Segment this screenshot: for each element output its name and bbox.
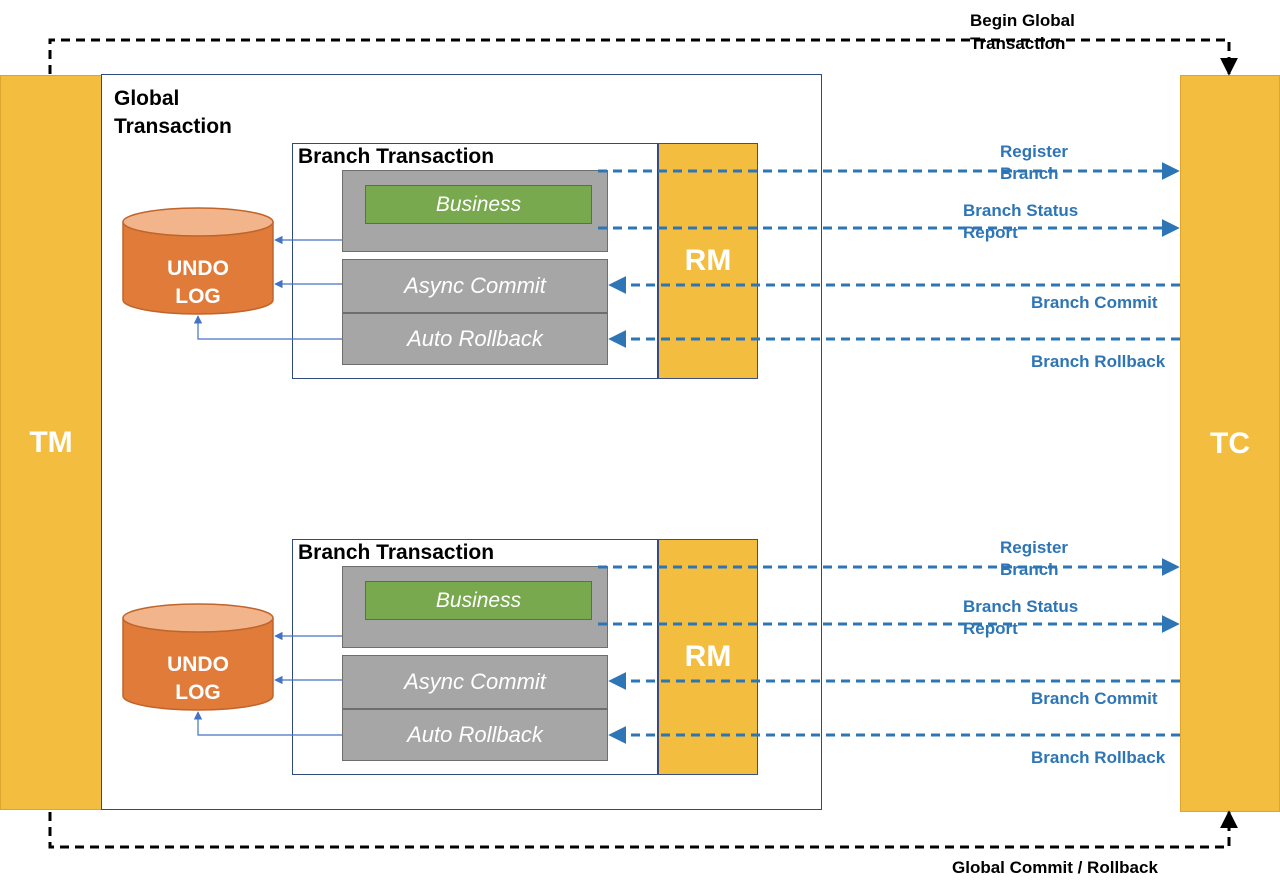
rollback-to-undo-arrow	[193, 315, 342, 340]
begin-global-arrow	[48, 38, 1238, 76]
async-commit-label: Async Commit	[404, 273, 546, 298]
branch-rollback-label: Branch Rollback	[1031, 352, 1166, 371]
branch-commit-label: Branch Commit	[1031, 689, 1158, 708]
branch-transaction-frame	[292, 143, 658, 379]
auto-rollback-box: Auto Rollback	[342, 709, 608, 761]
undo-log-label: UNDO LOG	[167, 257, 229, 308]
status-report-label: Branch Status Report	[963, 201, 1079, 242]
auto-rollback-label: Auto Rollback	[407, 722, 543, 747]
rollback-to-undo-arrow	[193, 711, 342, 736]
auto-rollback-box: Auto Rollback	[342, 313, 608, 365]
status-report-label: Branch Status Report	[963, 597, 1079, 638]
branch-transaction-frame	[292, 539, 658, 775]
rm-label: RM	[684, 244, 732, 277]
register-branch-label: Register Branch	[1000, 538, 1069, 579]
rm-label: RM	[684, 640, 732, 673]
business-label: Business	[435, 588, 522, 612]
async-commit-box: Async Commit	[342, 259, 608, 313]
auto-rollback-label: Auto Rollback	[407, 326, 543, 351]
undo-log-label: UNDO LOG	[167, 653, 229, 704]
undo-log-database-icon	[122, 207, 274, 315]
business-box: Business	[365, 581, 592, 620]
branch-transaction-title: Branch Transaction	[298, 145, 495, 168]
business-box: Business	[365, 185, 592, 224]
global-transaction-frame	[101, 74, 822, 810]
async-commit-box: Async Commit	[342, 655, 608, 709]
tm-label: TM	[29, 425, 73, 459]
branch-commit-label: Branch Commit	[1031, 293, 1158, 312]
branch-rollback-label: Branch Rollback	[1031, 748, 1166, 767]
tc-label: TC	[1210, 426, 1250, 460]
global-transaction-label: Global Transaction	[114, 87, 232, 138]
begin-global-label: Begin Global Transaction	[970, 11, 1075, 53]
undo-log-database-icon	[122, 603, 274, 711]
tm-column: TM	[0, 75, 102, 810]
business-label: Business	[435, 192, 522, 216]
register-branch-label: Register Branch	[1000, 142, 1069, 183]
async-commit-label: Async Commit	[404, 669, 546, 694]
global-commit-label: Global Commit / Rollback	[952, 858, 1158, 877]
global-commit-arrow	[48, 810, 1238, 849]
branch-transaction-title: Branch Transaction	[298, 541, 495, 564]
